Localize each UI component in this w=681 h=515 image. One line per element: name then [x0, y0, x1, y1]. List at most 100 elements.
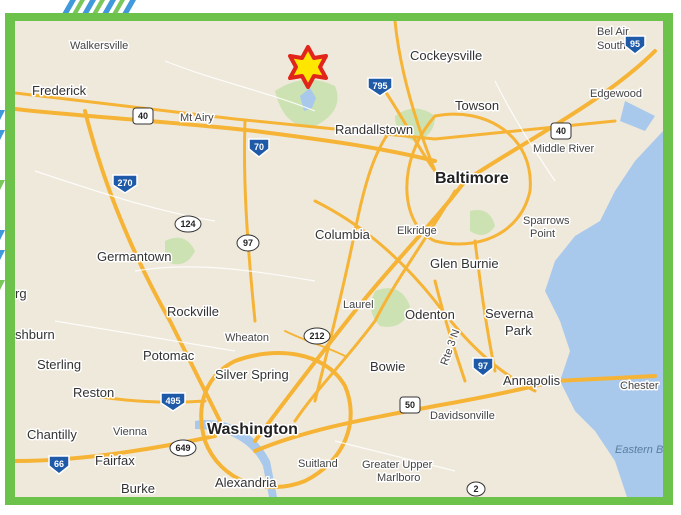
label-edgewood: Edgewood	[590, 88, 642, 100]
label-elkridge: Elkridge	[397, 225, 437, 237]
label-germantown: Germantown	[97, 249, 171, 264]
label-burke: Burke	[121, 481, 155, 496]
label-wheaton: Wheaton	[225, 332, 269, 344]
label-silver-spring: Silver Spring	[215, 367, 289, 382]
us-route-shield-40-west: 40	[132, 107, 154, 125]
i795-road	[383, 89, 437, 173]
i95-road	[253, 49, 657, 443]
label-point: Point	[530, 228, 555, 240]
rte3-road	[433, 279, 467, 383]
label-annapolis: Annapolis	[503, 373, 561, 388]
svg-text:124: 124	[180, 219, 195, 229]
label-eastern-bay: Eastern Ba	[615, 444, 663, 456]
svg-text:95: 95	[630, 39, 640, 49]
label-park: Park	[505, 323, 532, 338]
label-potomac: Potomac	[143, 348, 195, 363]
state-route-shield-97: 97	[236, 234, 260, 252]
star-icon	[288, 45, 328, 89]
i270-road	[83, 109, 222, 423]
label-chester: Chester	[620, 380, 659, 392]
label-mt-airy: Mt Airy	[180, 112, 214, 124]
label-glen-burnie: Glen Burnie	[430, 256, 499, 271]
svg-text:40: 40	[138, 111, 148, 121]
interstate-shield-495: 495	[160, 392, 186, 412]
capital-beltway-road	[199, 351, 353, 490]
svg-text:212: 212	[309, 331, 324, 341]
svg-text:649: 649	[175, 443, 190, 453]
highways	[15, 21, 657, 490]
us50-road	[253, 374, 657, 453]
road-map[interactable]: Walkersville Frederick Mt Airy Cockeysvi…	[15, 21, 663, 497]
location-marker[interactable]	[288, 45, 328, 89]
md97-road	[243, 119, 257, 323]
label-shburn: shburn	[15, 327, 55, 342]
i495-west-road	[93, 394, 207, 404]
label-columbia: Columbia	[315, 227, 371, 242]
svg-text:50: 50	[405, 400, 415, 410]
label-bowie: Bowie	[370, 359, 405, 374]
water-bodies	[195, 88, 663, 497]
svg-text:97: 97	[478, 361, 488, 371]
svg-text:2: 2	[473, 484, 478, 494]
land-area	[15, 21, 663, 497]
i97-road	[473, 239, 497, 373]
label-fairfax: Fairfax	[95, 453, 135, 468]
label-middle-river: Middle River	[533, 143, 594, 155]
label-cockeysville: Cockeysville	[410, 48, 482, 63]
svg-text:795: 795	[372, 81, 387, 91]
svg-text:66: 66	[54, 459, 64, 469]
md32-road	[313, 199, 537, 393]
chesapeake-bay	[545, 131, 663, 497]
i83-road	[393, 21, 437, 173]
interstate-shield-95: 95	[624, 35, 646, 55]
label-chantilly: Chantilly	[27, 427, 77, 442]
interstate-shield-795: 795	[367, 77, 393, 97]
interstate-shield-270: 270	[112, 174, 138, 194]
svg-text:495: 495	[165, 396, 180, 406]
label-rockville: Rockville	[167, 304, 219, 319]
label-severna: Severna	[485, 306, 534, 321]
label-walkersville: Walkersville	[70, 40, 128, 52]
state-route-shield-649: 649	[169, 439, 197, 457]
label-sparrows: Sparrows	[523, 215, 570, 227]
state-route-shield-2: 2	[466, 481, 486, 497]
label-marlboro: Marlboro	[377, 472, 420, 484]
svg-text:270: 270	[117, 178, 132, 188]
svg-text:40: 40	[556, 126, 566, 136]
label-odenton: Odenton	[405, 307, 455, 322]
md29-road	[313, 129, 392, 403]
label-vienna: Vienna	[113, 426, 148, 438]
us-route-shield-50: 50	[399, 396, 421, 414]
label-sterling: Sterling	[37, 357, 81, 372]
state-route-shield-212: 212	[303, 327, 331, 345]
label-baltimore: Baltimore	[435, 170, 509, 187]
place-labels: Walkersville Frederick Mt Airy Cockeysvi…	[15, 25, 663, 498]
label-davidsonville: Davidsonville	[430, 410, 495, 422]
i70-road	[15, 107, 437, 163]
liberty-reservoir	[300, 88, 316, 111]
label-alexandria: Alexandria	[215, 475, 277, 490]
label-greater-upper: Greater Upper	[362, 459, 433, 471]
label-towson: Towson	[455, 98, 499, 113]
label-washington: Washington	[207, 421, 298, 438]
label-bel-air: Bel Air	[597, 26, 629, 38]
label-randallstown: Randallstown	[335, 122, 413, 137]
highway-shields: 95 795 40 70 40	[48, 35, 646, 497]
interstate-shield-70: 70	[248, 138, 270, 158]
label-laurel: Laurel	[343, 299, 374, 311]
state-route-shield-124: 124	[174, 215, 202, 233]
label-south: South	[597, 40, 626, 52]
interstate-shield-66: 66	[48, 455, 70, 475]
label-rg: rg	[15, 286, 27, 301]
baltimore-beltway-road	[405, 112, 532, 246]
map-frame: Walkersville Frederick Mt Airy Cockeysvi…	[5, 13, 673, 505]
label-reston: Reston	[73, 385, 114, 400]
label-suitland: Suitland	[298, 458, 338, 470]
label-frederick: Frederick	[32, 83, 87, 98]
interstate-shield-97: 97	[472, 357, 494, 377]
us-route-shield-40-east: 40	[550, 122, 572, 140]
svg-text:97: 97	[243, 238, 253, 248]
svg-text:70: 70	[254, 142, 264, 152]
